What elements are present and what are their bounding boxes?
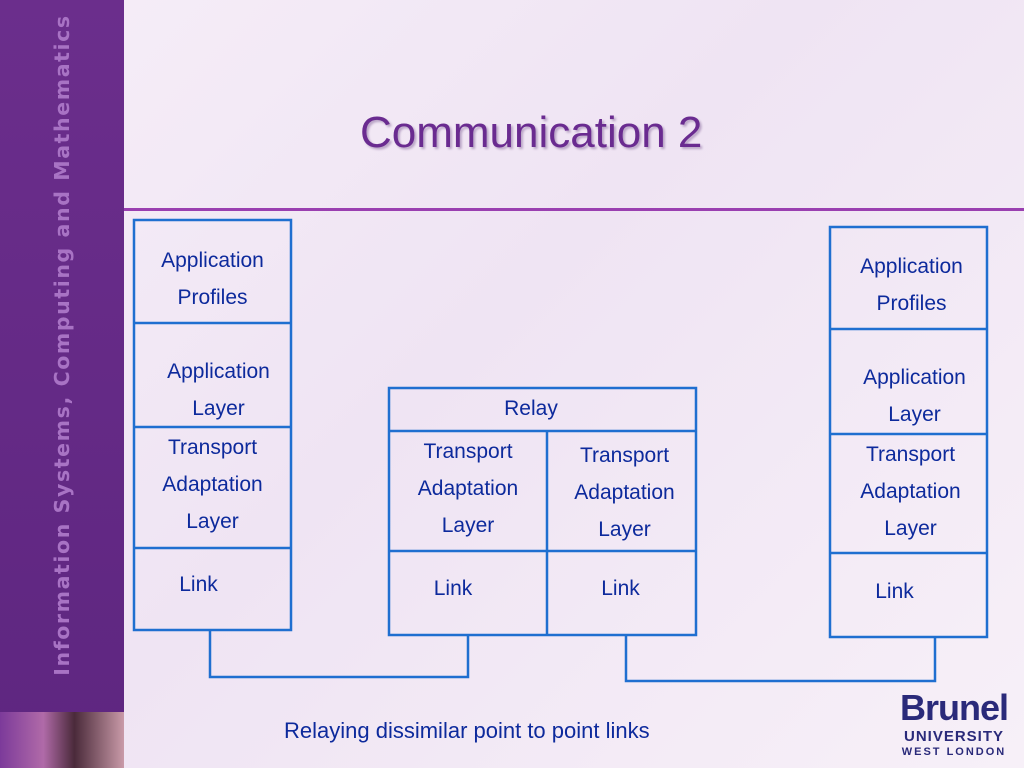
link-connector-right	[624, 635, 937, 683]
slide-caption: Relaying dissimilar point to point links	[284, 718, 650, 743]
right-transport-label: Transport Adaptation Layer	[860, 443, 961, 540]
slide-title: Communication 2	[360, 108, 703, 157]
sidebar-photo	[0, 712, 124, 768]
left-transport-label: Transport Adaptation Layer	[162, 436, 263, 533]
sidebar: Information Systems, Computing and Mathe…	[0, 0, 124, 768]
left-app-layer-label: Application Layer	[167, 360, 270, 420]
relay-transport-right-label: Transport Adaptation Layer	[574, 444, 675, 541]
right-link-label: Link	[875, 580, 914, 603]
logo-name: Brunel	[899, 687, 1009, 728]
brunel-logo: Brunel UNIVERSITY WEST LONDON	[898, 688, 1010, 759]
link-connector-left	[208, 630, 470, 679]
relay-stack-box	[387, 386, 698, 637]
relay-transport-left-label: Transport Adaptation Layer	[417, 440, 519, 537]
relay-link-left-label: Link	[433, 577, 473, 600]
left-stack-box	[132, 218, 293, 632]
right-app-profiles-label: Application Profiles	[860, 255, 963, 315]
relay-title-label: Relay	[504, 397, 558, 420]
left-link-label: Link	[179, 573, 218, 596]
right-app-layer-label: Application Layer	[863, 366, 966, 426]
title-rule	[124, 208, 1024, 211]
logo-university: UNIVERSITY	[903, 728, 1004, 745]
right-stack-box	[828, 225, 989, 639]
left-app-profiles-label: Application Profiles	[161, 249, 264, 309]
relay-link-right-label: Link	[601, 577, 640, 600]
logo-location: WEST LONDON	[901, 746, 1007, 758]
